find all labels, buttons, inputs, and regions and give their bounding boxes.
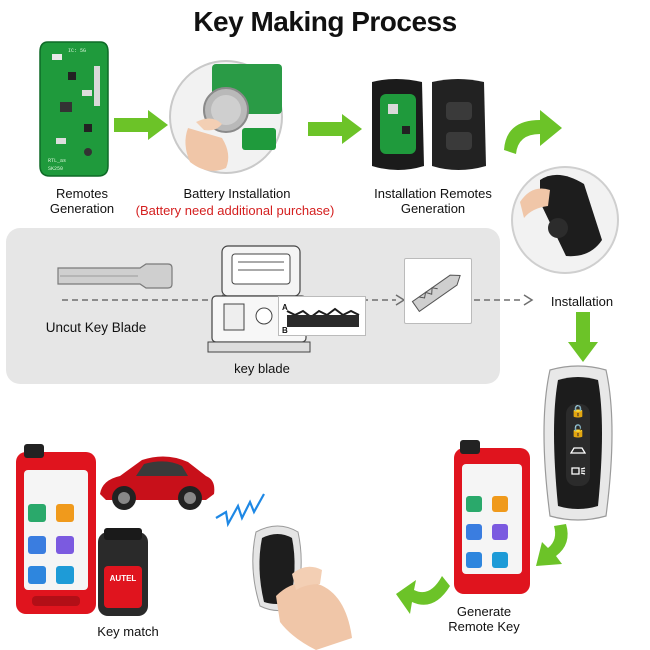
installation-remotes-generation-label: Installation Remotes Generation (374, 186, 492, 216)
pcb-text-1: IC: 5G (68, 48, 86, 54)
battery-note-label: (Battery need additional purchase) (135, 203, 335, 218)
pcb-text-2: SK250 (48, 166, 63, 172)
device-brand-label: AUTEL (109, 574, 137, 583)
installation-image (510, 162, 620, 278)
pcb-text-3: RTL_as (48, 158, 66, 164)
key-match-label: Key match (97, 624, 159, 639)
installation-label: Installation (550, 294, 614, 309)
diagnostic-tablet-left (14, 442, 98, 616)
finished-remote-key (536, 364, 620, 522)
cut-key-blade-card (404, 258, 472, 324)
cut-label-a: A (282, 303, 288, 312)
arrow-down-icon (566, 310, 600, 364)
page-title: Key Making Process (193, 6, 457, 37)
key-blade-label: key blade (234, 361, 290, 376)
unlock-icon: 🔓 (570, 424, 586, 438)
battery-installation-label: Battery Installation (183, 186, 291, 201)
remote-shell-open-image (366, 76, 490, 176)
remotes-generation-label: Remotes Generation (49, 186, 115, 216)
diagnostic-tablet-right (452, 438, 532, 596)
key-cut-detail-card: A B (278, 296, 366, 336)
arrow-right-icon (306, 112, 364, 146)
signal-zigzag-icon (214, 488, 266, 532)
obd-dongle-image (96, 526, 150, 618)
curved-arrow-icon (496, 106, 568, 158)
car-light-icon (570, 466, 586, 476)
red-car-image (96, 446, 218, 516)
lock-icon: 🔒 (570, 404, 586, 418)
uncut-key-blade-label: Uncut Key Blade (45, 320, 147, 335)
hand-remote-image (246, 518, 356, 650)
generate-remote-key-label: Generate Remote Key (448, 604, 520, 634)
trunk-icon (570, 445, 586, 455)
battery-installation-image (168, 58, 284, 176)
curved-arrow-down-icon (530, 522, 578, 572)
cut-label-b: B (282, 326, 288, 335)
remote-pcb-board: RTL_as SK250 IC: 5G (38, 38, 110, 180)
uncut-key-blade-image (56, 262, 174, 290)
arrow-right-icon (112, 108, 170, 142)
curved-arrow-left-icon (394, 572, 452, 622)
